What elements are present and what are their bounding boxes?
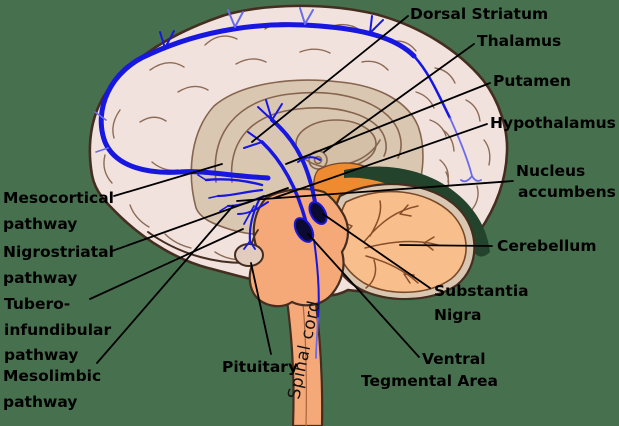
leader-thalamus (323, 43, 475, 153)
leader-dorsal-striatum (251, 15, 409, 143)
cerebellum-folds (342, 200, 439, 289)
label-putamen: Putamen (493, 72, 571, 90)
leader-putamen (285, 82, 491, 165)
descending-fiber (313, 239, 320, 319)
mesolimbic-to-accumbens (449, 117, 482, 183)
label-mesolimbic-1: Mesolimbic (3, 367, 101, 385)
leader-cerebellum (399, 244, 493, 247)
leader-mesocortical (113, 163, 223, 197)
label-mesocortical-2: pathway (3, 215, 77, 233)
label-tuberoinfundibular-1: Tubero- (4, 295, 70, 313)
label-nigrostriatal-2: pathway (3, 269, 77, 287)
brainstem-shape (248, 188, 350, 308)
label-mesocortical-1: Mesocortical (3, 189, 114, 207)
leader-nigrostriatal (111, 187, 289, 252)
label-nucleus-accumbens-2: accumbens (518, 183, 616, 201)
label-substantia-nigra-1: Substantia (434, 282, 529, 300)
label-mesolimbic-2: pathway (3, 393, 77, 411)
corpus-callosum-inner (230, 107, 388, 183)
label-pituitary: Pituitary (222, 358, 298, 376)
corpus-callosum-outer (214, 91, 402, 183)
label-thalamus: Thalamus (477, 32, 561, 50)
leader-tuberoinfundibular (89, 228, 244, 300)
label-dorsal-striatum: Dorsal Striatum (410, 5, 548, 23)
cortex-gyri (103, 22, 491, 266)
tuberoinfundibular-fibers (243, 196, 262, 250)
pituitary-shape (234, 229, 264, 267)
label-substantia-nigra-2: Nigra (434, 306, 481, 324)
leader-lines (89, 15, 514, 364)
leader-vta (307, 233, 420, 358)
label-tuberoinfundibular-2: infundibular (4, 321, 111, 339)
label-nigrostriatal-1: Nigrostriatal (3, 243, 114, 261)
leader-mesolimbic (96, 205, 234, 364)
label-vta-1: Ventral (422, 350, 486, 368)
substantia-nigra-nucleus (308, 201, 328, 225)
cerebellum-shape (328, 183, 476, 301)
mesocortical-arc (98, 22, 417, 181)
leader-pituitary (250, 262, 272, 355)
leader-substantia-nigra (322, 213, 431, 289)
mesocortical-arc-posterior (412, 54, 452, 120)
label-vta-2: Tegmental Area (361, 372, 498, 390)
leader-nucleus-accumbens (236, 180, 514, 202)
dopamine-pathways (94, 7, 482, 359)
label-hypothalamus: Hypothalamus (490, 114, 616, 132)
cortical-twigs (94, 7, 384, 153)
descending-fiber-tail (315, 317, 319, 359)
label-tuberoinfundibular-3: pathway (4, 346, 78, 364)
leader-hypothalamus (273, 123, 488, 199)
label-cerebellum: Cerebellum (497, 237, 596, 255)
thalamus-swirl-inner (313, 155, 323, 165)
label-nucleus-accumbens-1: Nucleus (516, 162, 585, 180)
labels: Dorsal Striatum Thalamus Putamen Hypotha… (3, 5, 616, 411)
